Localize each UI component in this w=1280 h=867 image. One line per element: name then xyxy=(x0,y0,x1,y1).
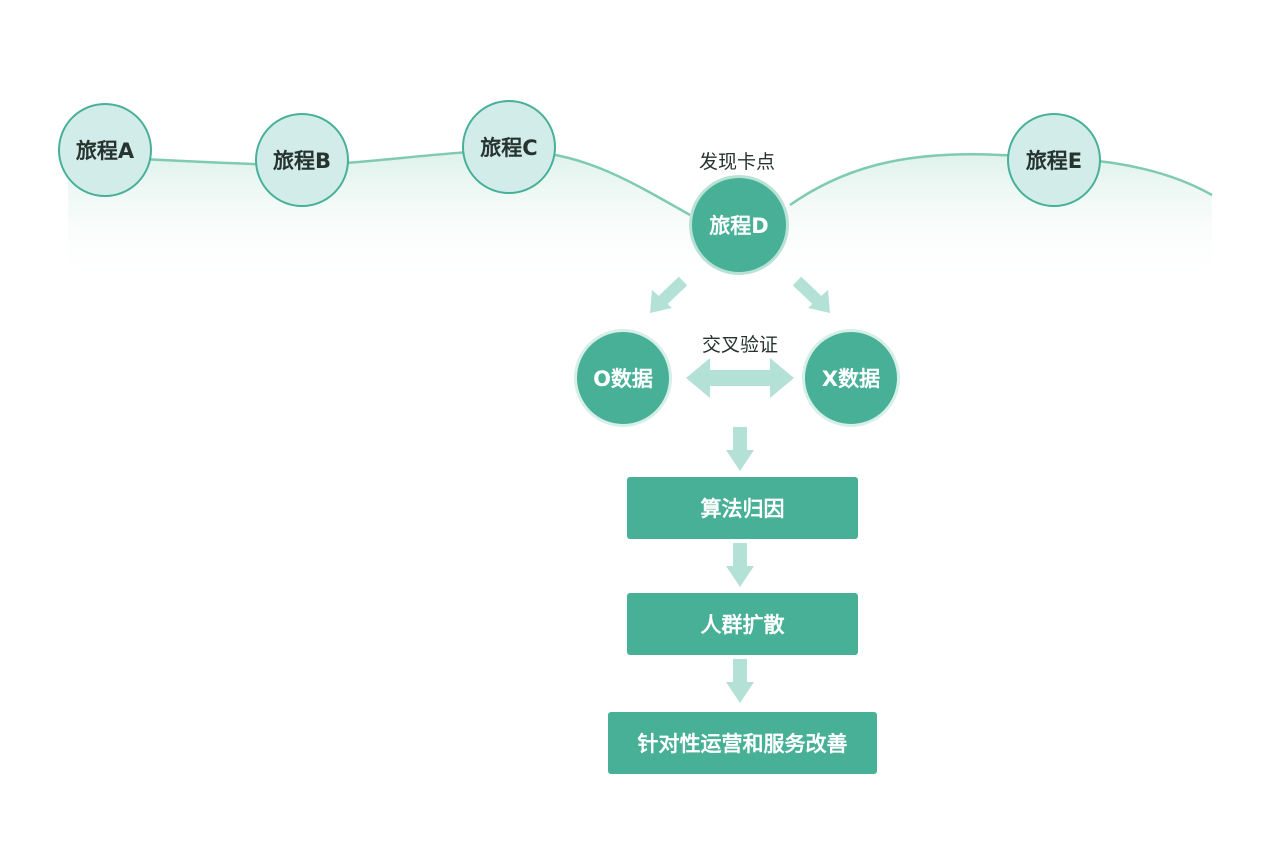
arrow-to-step-3 xyxy=(726,659,754,703)
journey-node-c: 旅程C xyxy=(462,100,556,194)
arrow-to-step-2 xyxy=(726,543,754,587)
journey-node-b: 旅程B xyxy=(255,113,349,207)
arrow-to-step-1 xyxy=(726,427,754,471)
step-attribution-box: 算法归因 xyxy=(627,477,858,539)
journey-curve xyxy=(67,148,1213,217)
stuck-point-label: 发现卡点 xyxy=(698,151,776,173)
o-data-node: O数据 xyxy=(574,329,672,427)
cross-validation-arrow xyxy=(686,358,794,398)
x-data-node: X数据 xyxy=(802,329,900,427)
step-targeted-operations-box: 针对性运营和服务改善 xyxy=(608,712,877,774)
journey-node-d: 旅程D xyxy=(689,175,789,275)
step-audience-expansion-box: 人群扩散 xyxy=(627,593,858,655)
journey-area xyxy=(68,150,1212,285)
arrow-to-o-data xyxy=(650,276,688,313)
cross-validation-label: 交叉验证 xyxy=(701,334,779,356)
journey-node-a: 旅程A xyxy=(58,103,152,197)
journey-node-e: 旅程E xyxy=(1007,113,1101,207)
arrow-to-x-data xyxy=(792,276,830,313)
